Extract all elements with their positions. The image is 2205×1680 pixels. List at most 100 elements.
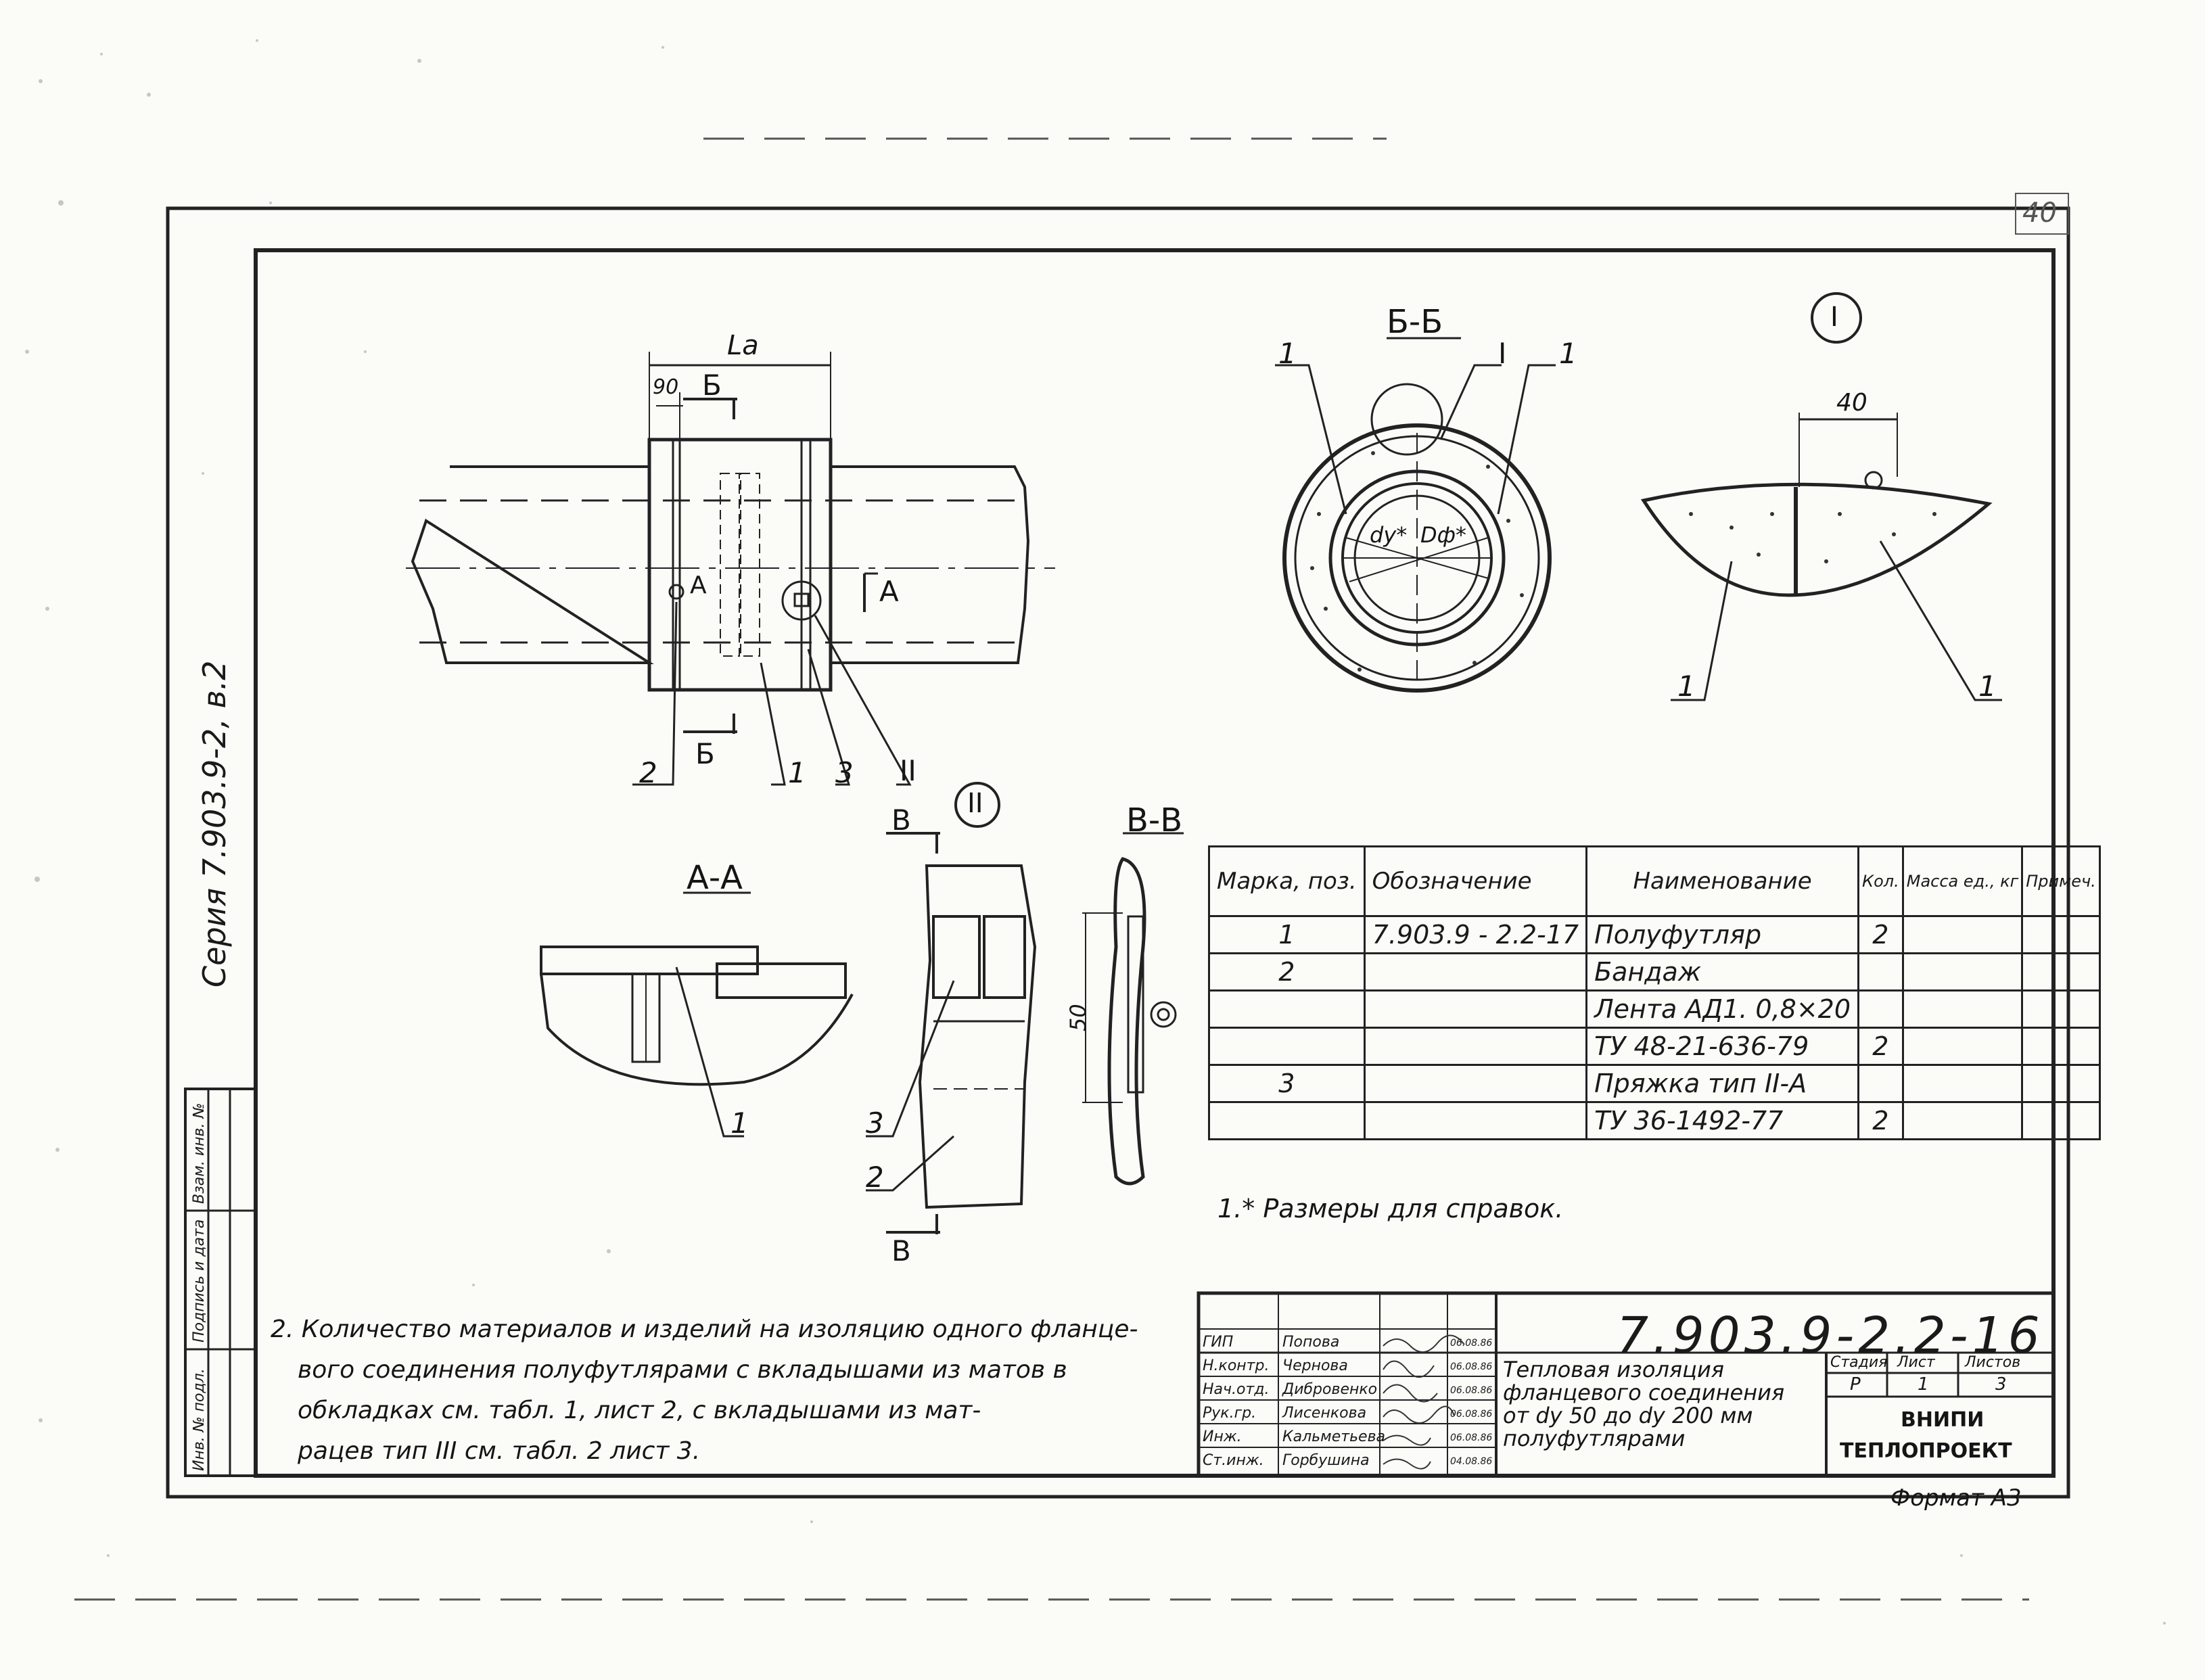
detail-II-title: II bbox=[967, 788, 983, 819]
spec-cell: 2 bbox=[1857, 1027, 1904, 1066]
detail-I-callout-1b: 1 bbox=[1978, 670, 1997, 703]
spec-cell bbox=[1901, 1101, 2024, 1140]
detail-I-fill bbox=[1689, 512, 1936, 563]
spec-cell bbox=[1901, 989, 2024, 1029]
spec-cell bbox=[2021, 915, 2101, 954]
spec-cell bbox=[2021, 989, 2101, 1029]
spec-cell bbox=[1208, 1027, 1366, 1066]
callout-1: 1 bbox=[788, 756, 806, 789]
title-block-grid bbox=[1197, 1291, 2056, 1478]
staff-role: Н.контр. bbox=[1203, 1357, 1270, 1374]
detail-I-callout-1a: 1 bbox=[1677, 670, 1696, 703]
stamp-sign-date: Подпись и дата bbox=[191, 1219, 208, 1343]
page-number: 40 bbox=[2022, 197, 2057, 229]
section-bb-df: Dф* bbox=[1420, 522, 1466, 548]
staff-row: Инж. Кальметьева 06.08.86 bbox=[1199, 1427, 1496, 1447]
detail-II bbox=[866, 782, 1037, 1234]
sheet-value: 1 bbox=[1918, 1374, 1929, 1395]
spec-header-name: Наименование bbox=[1585, 845, 1860, 917]
section-vv bbox=[1082, 832, 1184, 1186]
section-bb-fill bbox=[1310, 451, 1524, 672]
sheets-header: Листов bbox=[1965, 1354, 2021, 1371]
staff-date: 06.08.86 bbox=[1450, 1338, 1493, 1349]
spec-cell: 3 bbox=[1208, 1064, 1366, 1103]
spec-header-designation: Обозначение bbox=[1363, 845, 1588, 917]
spec-header-note: Примеч. bbox=[2021, 845, 2101, 917]
title-line-2: фланцевого соединения bbox=[1503, 1380, 1785, 1405]
spec-cell bbox=[1857, 989, 1904, 1029]
staff-role: Рук.гр. bbox=[1203, 1405, 1257, 1422]
title-line-1: Тепловая изоляция bbox=[1503, 1357, 1724, 1382]
org-line-2: ТЕПЛОПРОЕКТ bbox=[1840, 1439, 2012, 1463]
section-vv-dim: 50 bbox=[1065, 1004, 1091, 1031]
staff-name: Кальметьева bbox=[1282, 1428, 1386, 1445]
scan-noise bbox=[25, 39, 2166, 1625]
spec-cell: 2 bbox=[1857, 1101, 1904, 1140]
org-line-1: ВНИПИ bbox=[1901, 1408, 1984, 1432]
callout-2: 2 bbox=[639, 756, 657, 789]
section-aa-callout-1: 1 bbox=[730, 1106, 749, 1140]
staff-role: Ст.инж. bbox=[1203, 1452, 1264, 1469]
staff-date: 06.08.86 bbox=[1450, 1409, 1493, 1420]
section-bb-callout-1b: 1 bbox=[1559, 337, 1577, 370]
stamp-inv-orig: Инв. № подл. bbox=[191, 1368, 208, 1471]
signatures bbox=[1383, 1334, 1465, 1470]
title-block-staff: ГИП Попова 06.08.86 Н.контр. Чернова 06.… bbox=[1199, 1293, 2053, 1477]
spec-cell bbox=[1208, 989, 1366, 1029]
spec-cell bbox=[1363, 1027, 1588, 1066]
staff-row: ГИП Попова 06.08.86 bbox=[1199, 1332, 1496, 1353]
section-marker-b-bottom: Б bbox=[695, 737, 715, 770]
staff-role: ГИП bbox=[1203, 1334, 1234, 1351]
spec-cell bbox=[1363, 1064, 1588, 1103]
drawing-code: 7.903.9-2.2-16 bbox=[1617, 1307, 2044, 1365]
section-marker-a-right: А bbox=[879, 575, 899, 608]
staff-role: Инж. bbox=[1203, 1428, 1242, 1445]
staff-date: 06.08.86 bbox=[1450, 1432, 1493, 1443]
detail-I bbox=[1640, 292, 2002, 701]
spec-cell bbox=[1363, 1101, 1588, 1140]
spec-cell: 2 bbox=[1208, 952, 1366, 991]
note-2-line-4: рацев тип III см. табл. 2 лист 3. bbox=[298, 1437, 701, 1465]
note-2-line-3: обкладках см. табл. 1, лист 2, с вкладыш… bbox=[298, 1397, 981, 1424]
detail-II-marker-bottom: В bbox=[891, 1234, 911, 1267]
detail-I-title: I bbox=[1830, 302, 1838, 333]
section-bb bbox=[1275, 337, 1556, 693]
title-line-4: полуфутлярами bbox=[1503, 1426, 1686, 1451]
spec-header-qty: Кол. bbox=[1857, 845, 1904, 917]
spec-header-mass: Масса ед., кг bbox=[1901, 845, 2024, 917]
table-row: 1 7.903.9 - 2.2-17 Полуфутляр 2 bbox=[1208, 915, 2101, 954]
sheet-header: Лист bbox=[1897, 1354, 1935, 1371]
staff-name: Дибровенко bbox=[1282, 1381, 1378, 1398]
spec-cell: 7.903.9 - 2.2-17 bbox=[1363, 915, 1588, 954]
staff-date: 04.08.86 bbox=[1450, 1456, 1493, 1467]
spec-cell bbox=[1901, 1027, 2024, 1066]
table-row: ТУ 36-1492-77 2 bbox=[1208, 1101, 2101, 1140]
callout-II: II bbox=[900, 754, 916, 787]
staff-date: 06.08.86 bbox=[1450, 1361, 1493, 1372]
table-row: Лента АД1. 0,8×20 bbox=[1208, 989, 2101, 1029]
spec-cell: Лента АД1. 0,8×20 bbox=[1585, 989, 1860, 1029]
spec-cell bbox=[2021, 1064, 2101, 1103]
format-label: Формат А3 bbox=[1890, 1485, 2022, 1512]
staff-role: Нач.отд. bbox=[1203, 1381, 1270, 1398]
note-2-line-1: 2. Количество материалов и изделий на из… bbox=[271, 1315, 1138, 1343]
dim-90: 90 bbox=[653, 375, 679, 399]
spec-cell bbox=[1857, 952, 1904, 991]
spec-cell: Пряжка тип II-А bbox=[1585, 1064, 1860, 1103]
sheets-value: 3 bbox=[1995, 1374, 2007, 1395]
staff-name: Лисенкова bbox=[1282, 1405, 1367, 1422]
detail-II-callout-3: 3 bbox=[866, 1106, 884, 1140]
staff-name: Чернова bbox=[1282, 1357, 1348, 1374]
staff-name: Горбушина bbox=[1282, 1452, 1370, 1469]
spec-cell bbox=[1901, 952, 2024, 991]
spec-cell bbox=[1901, 1064, 2024, 1103]
staff-row: Нач.отд. Дибровенко 06.08.86 bbox=[1199, 1380, 1496, 1400]
spec-cell: Полуфутляр bbox=[1585, 915, 1860, 954]
staff-name: Попова bbox=[1282, 1334, 1340, 1351]
staff-row: Ст.инж. Горбушина 04.08.86 bbox=[1199, 1451, 1496, 1471]
table-row: ТУ 48-21-636-79 2 bbox=[1208, 1027, 2101, 1066]
spec-cell: ТУ 48-21-636-79 bbox=[1585, 1027, 1860, 1066]
table-row: 3 Пряжка тип II-А bbox=[1208, 1064, 2101, 1103]
section-bb-callout-1a: 1 bbox=[1278, 337, 1297, 370]
